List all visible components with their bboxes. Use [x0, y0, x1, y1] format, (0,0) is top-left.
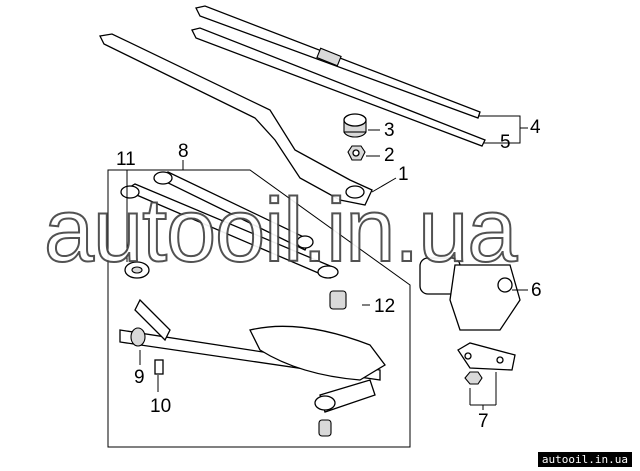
callout-5: 5 — [500, 132, 511, 153]
callout-1: 1 — [398, 164, 409, 185]
bracket-7 — [457, 342, 516, 385]
callout-6: 6 — [531, 280, 542, 301]
bolt-10 — [154, 359, 164, 375]
wiper-arm — [99, 33, 373, 206]
watermark: autooil.in.ua — [43, 181, 518, 281]
callout-11: 11 — [116, 149, 136, 170]
callout-9: 9 — [134, 367, 145, 388]
wiper-blade-5 — [191, 27, 486, 147]
callout-12: 12 — [374, 296, 396, 317]
linkage-rods — [119, 171, 386, 413]
callout-7: 7 — [478, 411, 489, 432]
callout-8: 8 — [178, 141, 189, 162]
callout-10: 10 — [150, 396, 172, 417]
bushing-12 — [329, 290, 347, 310]
callout-2: 2 — [384, 145, 395, 166]
callout-4: 4 — [530, 117, 541, 138]
grommet-bottom — [318, 419, 332, 437]
grommet-11 — [124, 261, 150, 279]
cap-3 — [343, 113, 367, 138]
nut-2 — [347, 145, 366, 161]
callout-3: 3 — [384, 120, 395, 141]
wiper-motor-6 — [419, 257, 521, 331]
wiper-blade-4 — [195, 5, 481, 119]
footer-watermark: autooil.in.ua — [537, 452, 632, 467]
bushing-9 — [130, 327, 146, 347]
